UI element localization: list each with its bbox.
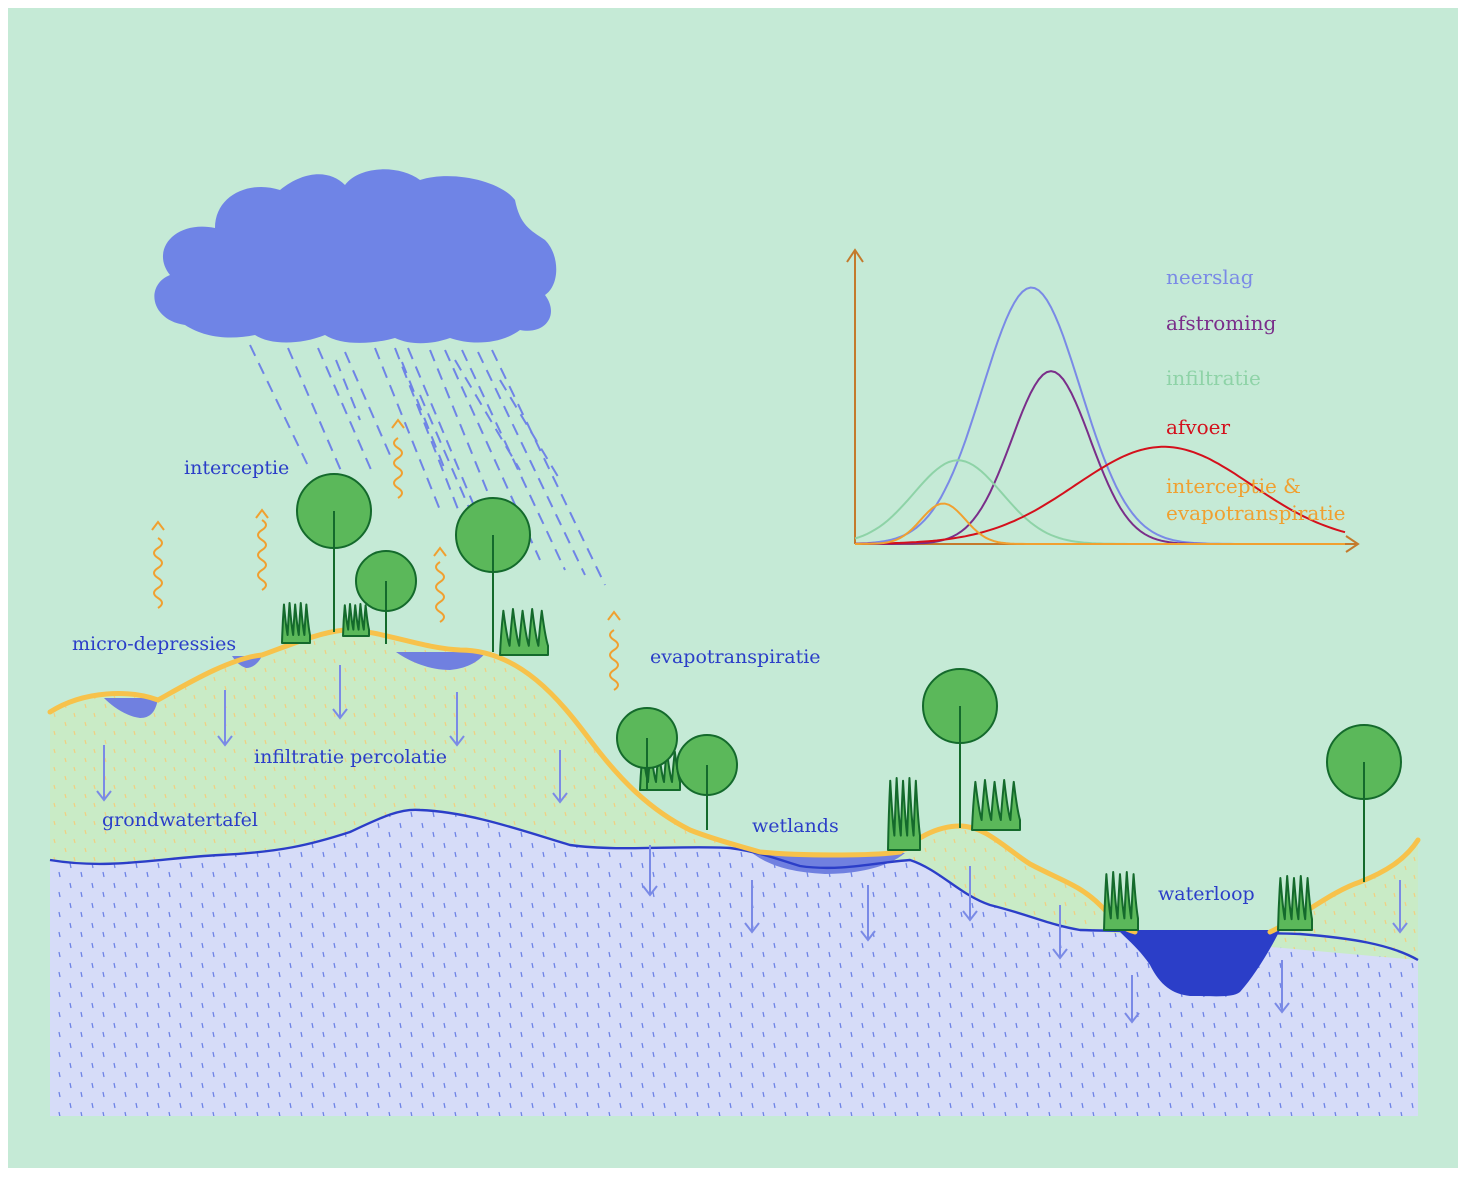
evaporation-arrowhead bbox=[151, 520, 165, 531]
infiltration-arrowhead bbox=[96, 790, 112, 802]
rain-streak bbox=[317, 347, 373, 473]
legend-interceptie-line1: interceptie & bbox=[1166, 474, 1301, 498]
label-interceptie: interceptie bbox=[184, 457, 289, 479]
evaporation-squiggle bbox=[435, 561, 445, 623]
evaporation-arrowhead bbox=[433, 546, 447, 557]
groundwater-layer bbox=[50, 809, 1418, 1116]
river-water bbox=[1118, 930, 1280, 997]
rain-streak bbox=[477, 351, 586, 576]
infiltration-arrowhead bbox=[449, 735, 465, 747]
evaporation-squiggle bbox=[609, 629, 619, 691]
evaporation-squiggle bbox=[153, 537, 163, 609]
rain-streak bbox=[374, 347, 441, 511]
infiltration-arrowhead bbox=[1124, 1012, 1140, 1024]
series-line-interceptie-evapotranspiratie bbox=[855, 502, 1345, 545]
infiltration-arrowhead bbox=[642, 885, 658, 897]
evaporation-arrowhead bbox=[391, 418, 405, 429]
evaporation-arrowhead bbox=[607, 610, 621, 621]
grass-tuft bbox=[342, 603, 370, 637]
infiltration-arrowhead bbox=[1392, 922, 1408, 934]
rain-streak bbox=[454, 359, 521, 471]
rain-streak bbox=[491, 349, 606, 586]
cloud bbox=[154, 169, 557, 344]
grass-tuft bbox=[887, 777, 921, 851]
evaporation-arrowhead bbox=[255, 508, 269, 519]
label-infiltratie-percolatie: infiltratie percolatie bbox=[254, 746, 447, 768]
grass-tuft bbox=[499, 608, 549, 656]
infiltration-arrowhead bbox=[1052, 948, 1068, 960]
legend-afstroming: afstroming bbox=[1166, 311, 1276, 335]
label-wetlands: wetlands bbox=[752, 815, 839, 837]
chart-x-arrowhead bbox=[1345, 535, 1360, 553]
rain-streak bbox=[335, 359, 361, 421]
grass-tuft bbox=[1277, 875, 1313, 931]
grass-tuft bbox=[281, 602, 311, 644]
evapotranspiration-arrows bbox=[151, 418, 621, 691]
grass-tuft bbox=[971, 779, 1021, 831]
infiltration-arrowhead bbox=[860, 930, 876, 942]
infiltration-arrowhead bbox=[1274, 1002, 1290, 1014]
infiltration-arrows bbox=[96, 665, 1408, 1024]
infiltration-arrowhead bbox=[962, 910, 978, 922]
trees bbox=[296, 473, 1402, 882]
infiltration-arrowhead bbox=[217, 735, 233, 747]
rain-streak bbox=[394, 347, 471, 541]
rain-streak bbox=[249, 344, 311, 471]
wetland-water bbox=[752, 853, 905, 874]
grass-tuft bbox=[1103, 871, 1139, 931]
legend-neerslag: neerslag bbox=[1166, 265, 1254, 289]
hydrograph-chart: neerslag afstroming infiltratie afvoer i… bbox=[846, 248, 1360, 553]
evaporation-squiggle bbox=[393, 437, 403, 499]
label-waterloop: waterloop bbox=[1158, 883, 1255, 905]
chart-y-arrowhead bbox=[846, 248, 864, 263]
micro-depression-pond-1 bbox=[104, 698, 158, 718]
grass-tufts bbox=[281, 602, 1313, 931]
label-micro-depressies: micro-depressies bbox=[72, 633, 236, 655]
legend-infiltratie: infiltratie bbox=[1166, 366, 1261, 390]
rain-streak bbox=[419, 394, 471, 511]
series-line-afvoer bbox=[855, 445, 1346, 545]
rain-streak bbox=[461, 349, 566, 571]
evaporation-squiggle bbox=[257, 519, 267, 591]
rain-streak bbox=[287, 347, 346, 481]
rain-streak bbox=[407, 347, 481, 521]
label-evapotranspiratie: evapotranspiratie bbox=[650, 646, 821, 668]
label-grondwatertafel: grondwatertafel bbox=[102, 809, 258, 831]
legend-afvoer: afvoer bbox=[1166, 415, 1231, 439]
micro-depression-pond-3 bbox=[396, 652, 486, 670]
infiltration-arrowhead bbox=[552, 792, 568, 804]
infiltration-arrowhead bbox=[332, 708, 348, 720]
legend-interceptie-line2: evapotranspiratie bbox=[1166, 501, 1346, 525]
infiltration-arrowhead bbox=[744, 922, 760, 934]
